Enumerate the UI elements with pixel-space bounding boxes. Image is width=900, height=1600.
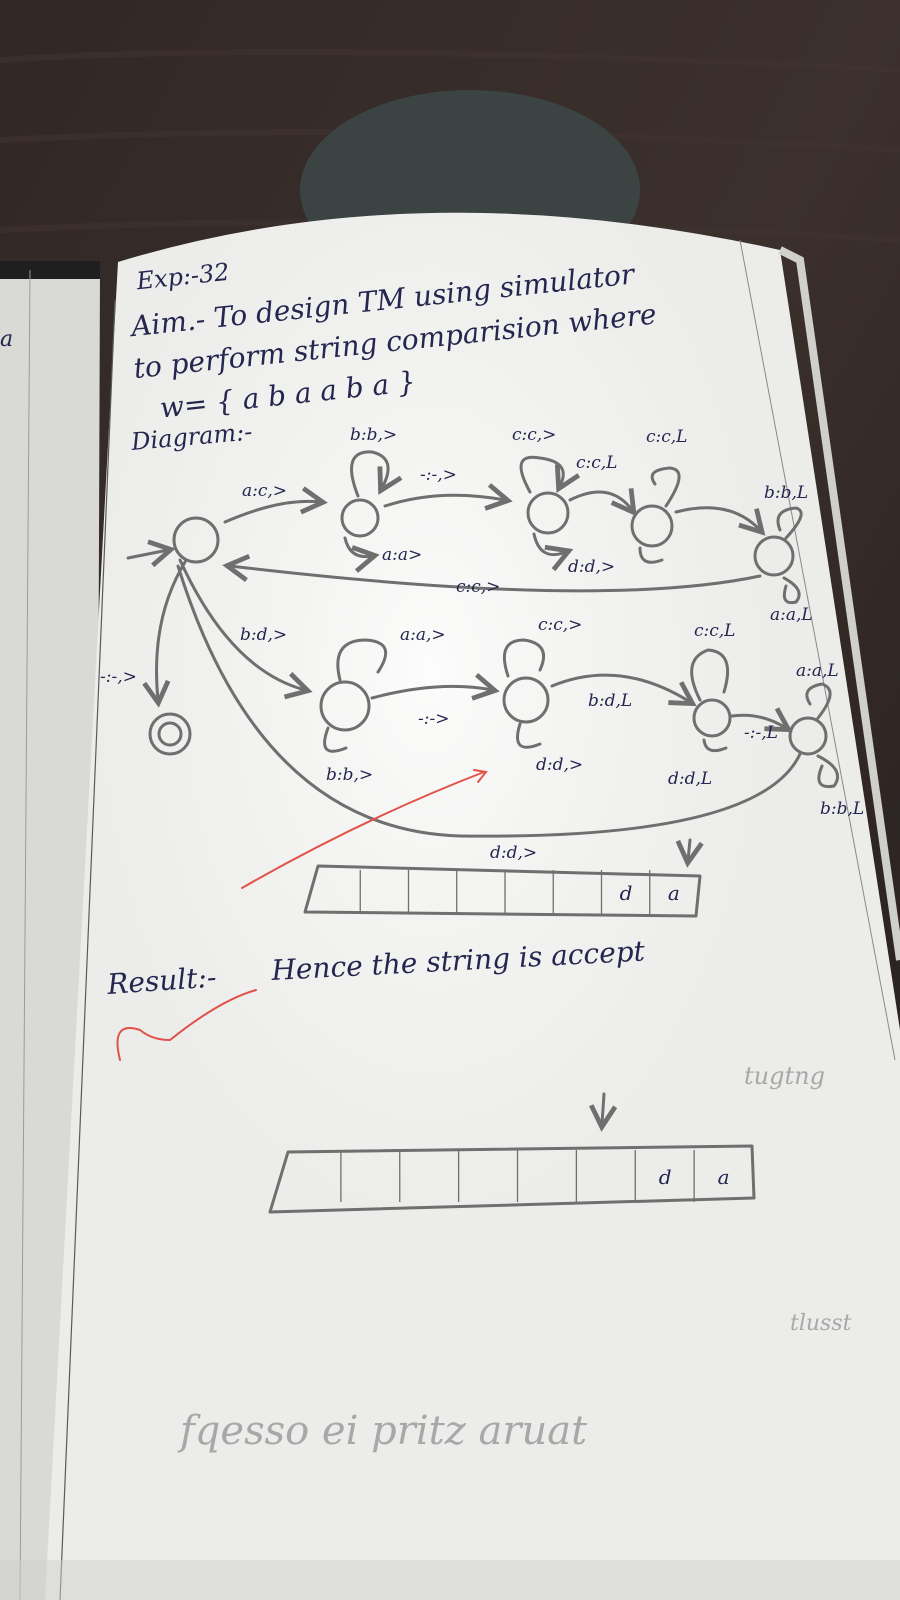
label-s4-loop-bottom: a:a,L: [770, 605, 813, 625]
state-s3: [630, 504, 674, 548]
label-s8-loop-bottom: b:b,L: [820, 799, 864, 819]
label-s2-loop-bottom: d:d,>: [568, 557, 615, 577]
lower-tape-cell: d: [659, 1165, 672, 1189]
upper-tape-cell: a: [668, 881, 680, 905]
upper-tape-cell: d: [620, 881, 633, 905]
state-s1: [340, 498, 380, 538]
label-s6-s7: b:d,L: [588, 691, 632, 711]
label-s0-s5: b:d,>: [240, 625, 287, 645]
label-s1-loop: b:b,>: [350, 425, 397, 445]
label-s3-loop: c:c,L: [646, 427, 687, 447]
lower-tape-cell: a: [718, 1165, 730, 1189]
label-s0-accept: -:-,>: [100, 667, 137, 687]
state-s7: [692, 698, 732, 738]
faded-text-bottom: fqesso ei pritz aruat: [177, 1408, 588, 1454]
tm-diagram: a:c,> b:b,> a:a> -:-,> c:c,> d:d,> c:c,L…: [100, 425, 864, 863]
margin-line: [59, 299, 116, 1600]
state-accept-inner: [157, 721, 183, 747]
label-s4-s0: c:c,>: [456, 577, 500, 597]
faded-text-corner: tlusst: [790, 1311, 852, 1336]
svg-text:a: a: [0, 327, 13, 352]
label-s7-s8: -:-,L: [744, 723, 778, 743]
label-s4-loop: b:b,L: [764, 483, 808, 503]
label-s5-loop: a:a,>: [400, 625, 446, 645]
label-s6-loop-bottom: d:d,>: [536, 755, 583, 775]
red-check-mark: [241, 771, 485, 889]
label-s7-loop-bottom: d:d,L: [668, 769, 712, 789]
label-s8-s0-bottom: d:d,>: [490, 843, 537, 863]
label-s6-loop: c:c,>: [538, 615, 582, 635]
label-s7-loop: c:c,L: [694, 621, 735, 641]
state-s5: [319, 680, 371, 732]
state-s4: [753, 535, 795, 577]
label-s5-loop-bottom: b:b,>: [326, 765, 373, 785]
state-accept-outer: [148, 712, 192, 756]
state-s2: [526, 491, 570, 535]
faded-text-right: tugtng: [744, 1062, 825, 1090]
label-s2-loop: c:c,>: [512, 425, 556, 445]
label-s1-s2: -:-,>: [420, 465, 457, 485]
result-label: Result:-: [105, 960, 217, 1001]
label-s8-loop: a:a,L: [796, 661, 839, 681]
state-s6: [502, 676, 550, 724]
state-s8: [788, 716, 828, 756]
label-s0-s1: a:c,>: [242, 481, 287, 501]
label-s5-s6: -:->: [418, 709, 449, 729]
label-s2-s3: c:c,L: [576, 453, 617, 473]
label-s1-loop-bottom: a:a>: [382, 545, 422, 565]
